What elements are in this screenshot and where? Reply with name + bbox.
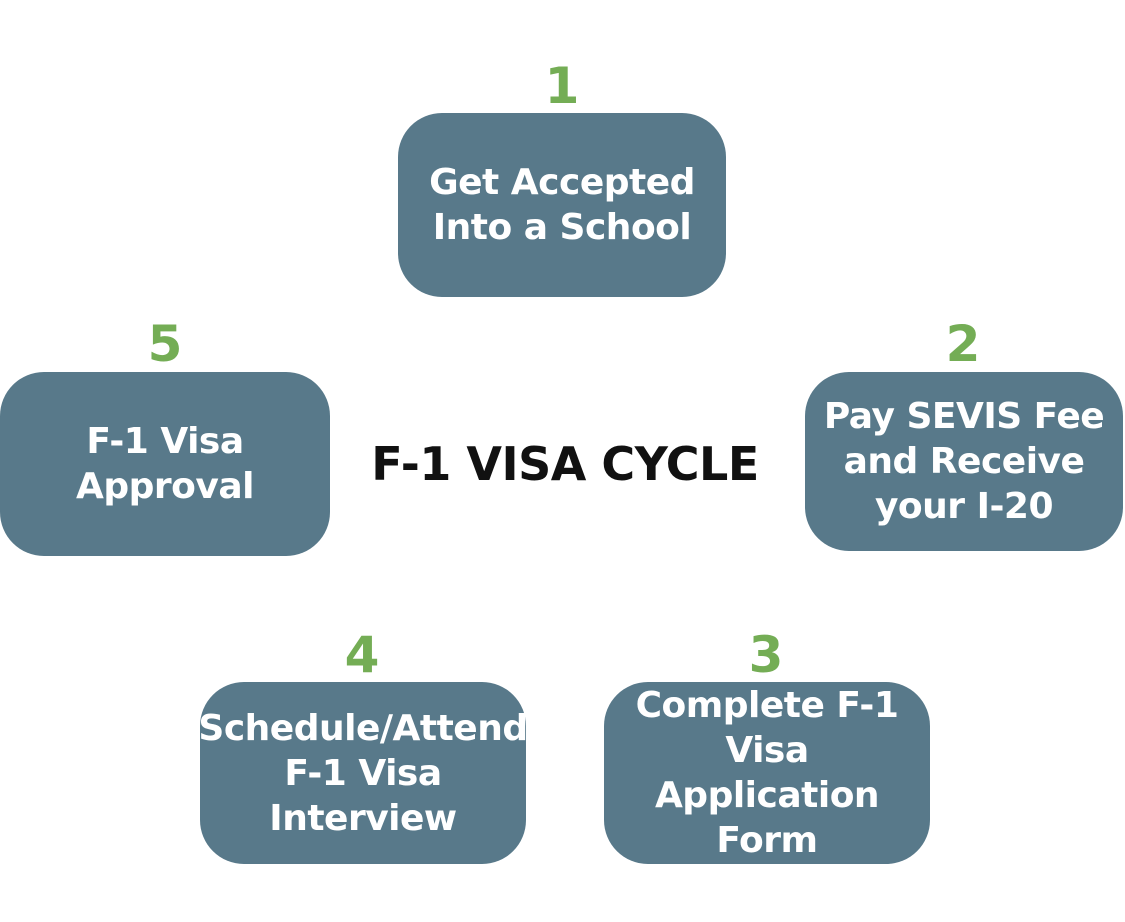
step-1-number: 1 [544, 57, 580, 115]
step-2-box: Pay SEVIS Fee and Receive your I-20 [805, 372, 1123, 551]
step-3-number: 3 [748, 626, 784, 684]
step-5-number: 5 [147, 315, 183, 373]
step-4-label: Schedule/Attend F-1 Visa Interview [198, 707, 528, 839]
step-4-number: 4 [344, 626, 380, 684]
step-1-label: Get Accepted Into a School [429, 162, 695, 248]
step-5-box: F-1 Visa Approval [0, 372, 330, 556]
diagram-title: F-1 VISA CYCLE [371, 437, 759, 491]
step-3-label: Complete F-1 Visa Application Form [635, 685, 899, 861]
step-3-box: Complete F-1 Visa Application Form [604, 682, 930, 864]
step-2-number: 2 [945, 315, 981, 373]
step-2-label: Pay SEVIS Fee and Receive your I-20 [823, 396, 1105, 527]
step-4-box: Schedule/Attend F-1 Visa Interview [198, 682, 528, 864]
step-5-label: F-1 Visa Approval [76, 421, 255, 507]
step-1-box: Get Accepted Into a School [398, 113, 726, 297]
